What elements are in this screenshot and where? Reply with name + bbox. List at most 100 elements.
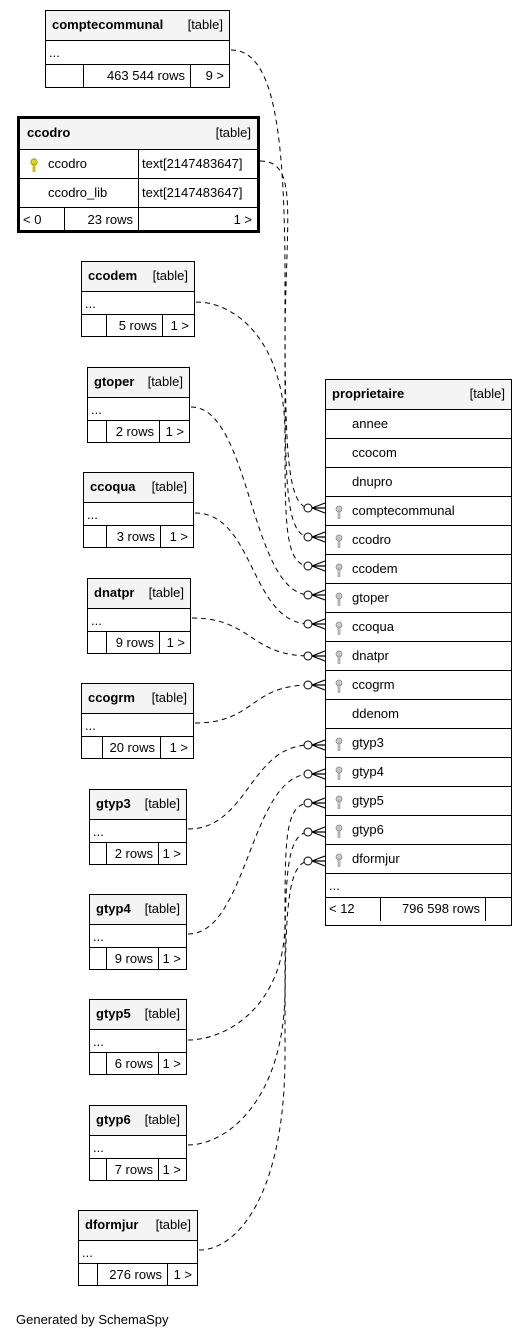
column-row-ddenom[interactable]: ddenom <box>326 699 511 728</box>
column-name: ccodro <box>352 532 392 547</box>
children-cell: 1 > <box>159 632 190 653</box>
relationship-ccodem <box>195 301 311 567</box>
column-row-ccodem[interactable]: ccodem <box>326 554 511 583</box>
column-name: dnupro <box>352 474 393 489</box>
table-footer: < 0 23 rows 1 > <box>20 207 257 231</box>
table-comptecommunal[interactable]: comptecommunal [table] ... 463 544 rows … <box>45 10 230 88</box>
relationship-ccogrm <box>194 684 311 724</box>
table-header: dformjur[table] <box>79 1211 197 1240</box>
table-header: proprietaire [table] <box>326 380 511 409</box>
table-name: gtoper <box>94 374 135 389</box>
table-type: [table] <box>144 1006 180 1021</box>
children-cell: 1 > <box>160 737 193 758</box>
table-type: [table] <box>144 901 180 916</box>
table-gtyp4[interactable]: gtyp4 [table]...9 rows 1 > <box>89 894 187 970</box>
column-row-dnatpr[interactable]: dnatpr <box>326 641 511 670</box>
table-ellipsis-row: ... <box>79 1240 197 1263</box>
row-count: 3 rows <box>116 529 155 544</box>
children-cell: 1 > <box>158 843 186 864</box>
column-row-dformjur[interactable]: dformjur <box>326 844 511 873</box>
column-type-cell: text[2147483647] <box>138 179 257 207</box>
table-name: gtyp3 <box>96 796 131 811</box>
parents-cell <box>82 315 106 336</box>
row-count: 2 rows <box>115 424 154 439</box>
optional-marker <box>303 532 313 542</box>
column-type: text[2147483647] <box>142 156 243 171</box>
column-row-gtyp6[interactable]: gtyp6 <box>326 815 511 844</box>
column-row-comptecommunal[interactable]: comptecommunal <box>326 496 511 525</box>
generator-credit: Generated by SchemaSpy <box>16 1312 169 1327</box>
column-row-ccodro_lib[interactable]: ccodro_lib text[2147483647] <box>20 178 257 207</box>
column-row-ccodro[interactable]: ccodro text[2147483647] <box>20 149 257 178</box>
table-header: ccodem[table] <box>82 262 194 291</box>
column-row-ccocom[interactable]: ccocom <box>326 438 511 467</box>
column-name: gtyp5 <box>352 793 384 808</box>
table-name: gtyp6 <box>96 1112 131 1127</box>
table-name: ccodem <box>88 268 138 283</box>
table-ellipsis-row: ... <box>46 40 229 64</box>
children-count: 1 > <box>173 1267 192 1282</box>
crows-foot-marker <box>311 560 326 572</box>
table-name: gtyp5 <box>96 1006 131 1021</box>
parents-cell <box>82 737 102 758</box>
column-row-ccodro[interactable]: ccodro <box>326 525 511 554</box>
column-name: dformjur <box>352 851 400 866</box>
parents-count: < 0 <box>23 212 42 227</box>
table-header: comptecommunal [table] <box>46 11 229 40</box>
row-count: 463 544 rows <box>106 68 185 83</box>
ellipsis: ... <box>329 878 340 893</box>
column-name: ccodro <box>48 156 88 171</box>
ellipsis: ... <box>49 45 60 60</box>
column-row-gtyp4[interactable]: gtyp4 <box>326 757 511 786</box>
row-count: 6 rows <box>114 1056 153 1071</box>
table-name: gtyp4 <box>96 901 131 916</box>
parents-cell <box>46 65 83 87</box>
crows-foot-marker <box>311 589 326 601</box>
parents-cell <box>84 526 106 547</box>
column-name: gtoper <box>352 590 389 605</box>
column-row-gtoper[interactable]: gtoper <box>326 583 511 612</box>
column-row-ccogrm[interactable]: ccogrm <box>326 670 511 699</box>
table-name: ccogrm <box>88 690 135 705</box>
row-count: 5 rows <box>118 318 157 333</box>
rows-cell: 796 598 rows <box>380 898 485 921</box>
ellipsis: ... <box>93 929 104 944</box>
optional-marker <box>303 827 313 837</box>
optional-marker <box>303 651 313 661</box>
column-row-annee[interactable]: annee <box>326 409 511 438</box>
column-name: ccodro_lib <box>48 185 108 200</box>
column-row-gtyp3[interactable]: gtyp3 <box>326 728 511 757</box>
table-header: gtyp4 [table] <box>90 895 186 924</box>
table-ellipsis-row: ... <box>84 502 193 525</box>
crows-foot-marker <box>311 797 326 809</box>
table-type: [table] <box>187 17 223 32</box>
rows-cell: 9 rows <box>106 632 159 653</box>
rows-cell: 9 rows <box>106 948 158 969</box>
column-row-dnupro[interactable]: dnupro <box>326 467 511 496</box>
table-type: [table] <box>147 374 183 389</box>
crows-foot-marker <box>311 618 326 630</box>
table-ccodro[interactable]: ccodro [table] ccodro text[2147483647] c… <box>17 116 260 233</box>
relationship-gtyp4 <box>187 773 311 935</box>
column-name-cell: ccodro <box>20 150 138 178</box>
column-row-gtyp5[interactable]: gtyp5 <box>326 786 511 815</box>
children-count: 1 > <box>162 951 181 966</box>
children-cell: 1 > <box>158 1053 186 1074</box>
table-type: [table] <box>151 479 187 494</box>
column-row-ccoqua[interactable]: ccoqua <box>326 612 511 641</box>
table-ellipsis-row: ... <box>90 924 186 947</box>
children-cell: 1 > <box>159 421 189 442</box>
crows-foot-marker <box>311 679 326 691</box>
